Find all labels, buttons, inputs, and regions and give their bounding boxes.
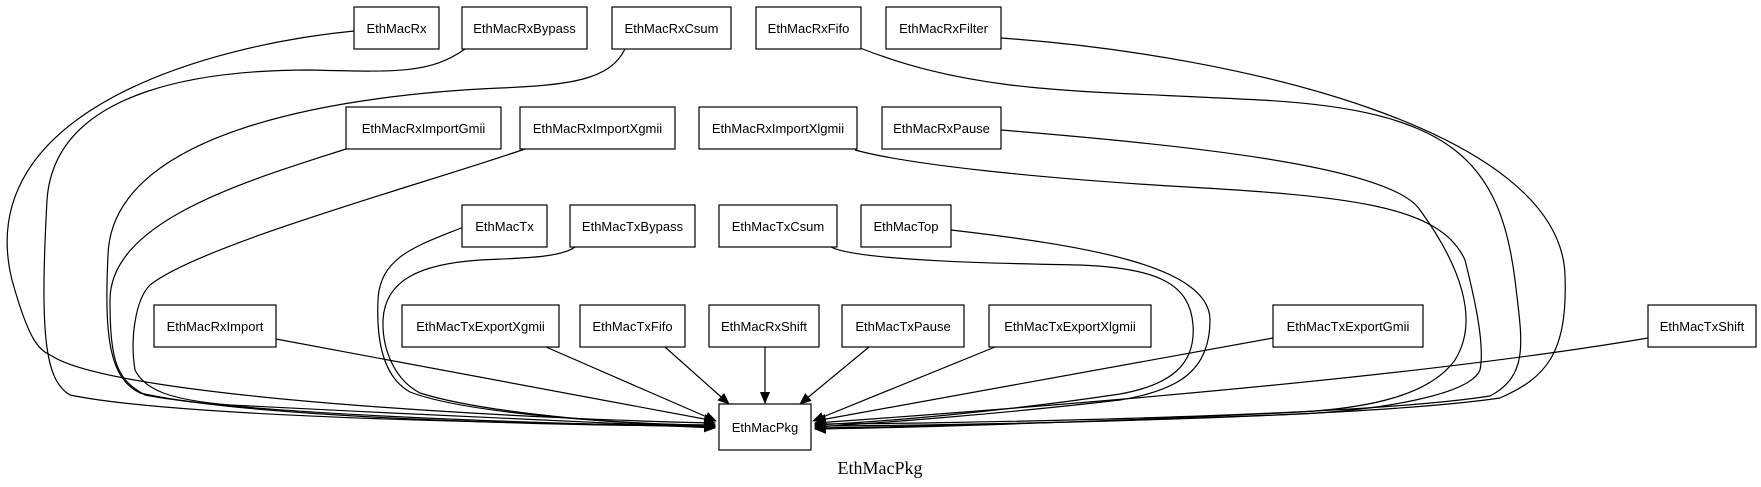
node-ethmacrximportgmii[interactable]: EthMacRxImportGmii	[345, 106, 502, 150]
node-ethmacrx[interactable]: EthMacRx	[353, 6, 440, 50]
node-label: EthMacTxBypass	[582, 219, 684, 234]
node-label: EthMacRxCsum	[625, 21, 719, 36]
node-box	[353, 6, 440, 50]
node-ethmactxshift[interactable]: EthMacTxShift	[1647, 304, 1757, 348]
node-ethmacpkg[interactable]: EthMacPkg	[718, 403, 812, 451]
graph-caption: EthMacPkg	[838, 458, 923, 478]
node-ethmactxexportgmii[interactable]: EthMacTxExportGmii	[1272, 304, 1424, 348]
node-box	[988, 304, 1152, 348]
node-box	[1647, 304, 1757, 348]
node-ethmactxexportxlgmii[interactable]: EthMacTxExportXlgmii	[988, 304, 1152, 348]
edge-ethmactxexportxgmii-to-ethmacpkg	[545, 346, 717, 422]
node-label: EthMacTx	[475, 219, 534, 234]
edge-ethmactxshift-to-ethmacpkg	[814, 337, 1649, 428]
node-box	[345, 106, 502, 150]
node-label: EthMacRxShift	[721, 319, 807, 334]
node-label: EthMacRxImportXgmii	[533, 121, 662, 136]
node-label: EthMacTxExportXlgmii	[1004, 319, 1136, 334]
node-label: EthMacTxShift	[1660, 319, 1745, 334]
node-label: EthMacRxImportGmii	[362, 121, 486, 136]
node-ethmactxpause[interactable]: EthMacTxPause	[841, 304, 965, 348]
node-label: EthMacTxExportGmii	[1287, 319, 1410, 334]
edge-ethmacrxcsum-to-ethmacpkg	[106, 48, 716, 431]
edge-ethmacrximport-to-ethmacpkg	[275, 338, 716, 424]
node-box	[718, 403, 812, 451]
node-box	[708, 304, 820, 348]
node-label: EthMacRx	[367, 21, 427, 36]
node-label: EthMacTxPause	[855, 319, 950, 334]
node-ethmacrxpause[interactable]: EthMacRxPause	[881, 106, 1002, 150]
node-label: EthMacRxFifo	[768, 21, 850, 36]
node-box	[461, 204, 548, 248]
edge-ethmactxpause-to-ethmacpkg	[799, 346, 870, 405]
edge-ethmactxbypass-to-ethmacpkg	[382, 246, 716, 432]
node-box	[569, 204, 696, 248]
node-label: EthMacRxImportXlgmii	[712, 121, 844, 136]
node-box	[881, 106, 1002, 150]
node-ethmactx[interactable]: EthMacTx	[461, 204, 548, 248]
node-box	[860, 204, 952, 248]
edge-ethmactxfifo-to-ethmacpkg	[664, 346, 730, 405]
node-label: EthMacTxCsum	[732, 219, 824, 234]
edge-ethmactxcsum-to-ethmacpkg	[814, 246, 1194, 430]
node-box	[579, 304, 686, 348]
edge-ethmacrxpause-to-ethmacpkg	[814, 129, 1467, 434]
node-label: EthMacTop	[873, 219, 938, 234]
edge-ethmacrxbypass-to-ethmacpkg	[43, 48, 716, 430]
node-ethmacrxcsum[interactable]: EthMacRxCsum	[611, 6, 732, 50]
node-label: EthMacRxImport	[167, 319, 264, 334]
node-ethmacrximportxgmii[interactable]: EthMacRxImportXgmii	[519, 106, 676, 150]
node-label: EthMacRxPause	[893, 121, 990, 136]
node-box	[755, 6, 862, 50]
node-box	[841, 304, 965, 348]
node-label: EthMacRxFilter	[899, 21, 989, 36]
node-ethmacrximport[interactable]: EthMacRxImport	[153, 304, 277, 348]
node-box	[885, 6, 1002, 50]
node-label: EthMacRxBypass	[473, 21, 576, 36]
node-ethmactxexportxgmii[interactable]: EthMacTxExportXgmii	[401, 304, 560, 348]
node-box	[611, 6, 732, 50]
node-box	[401, 304, 560, 348]
node-box	[519, 106, 676, 150]
node-ethmacrxfilter[interactable]: EthMacRxFilter	[885, 6, 1002, 50]
node-ethmactxcsum[interactable]: EthMacTxCsum	[718, 204, 838, 248]
node-ethmacrximportxlgmii[interactable]: EthMacRxImportXlgmii	[698, 106, 858, 150]
node-box	[1272, 304, 1424, 348]
node-ethmacrxshift[interactable]: EthMacRxShift	[708, 304, 820, 348]
edge-ethmactxexportgmii-to-ethmacpkg	[814, 337, 1274, 424]
edge-ethmacrxfifo-to-ethmacpkg	[814, 47, 1522, 429]
node-ethmactxbypass[interactable]: EthMacTxBypass	[569, 204, 696, 248]
node-ethmacrxfifo[interactable]: EthMacRxFifo	[755, 6, 862, 50]
node-label: EthMacTxExportXgmii	[416, 319, 545, 334]
node-label: EthMacPkg	[732, 420, 798, 435]
node-ethmacrxbypass[interactable]: EthMacRxBypass	[461, 6, 588, 50]
node-ethmactop[interactable]: EthMacTop	[860, 204, 952, 248]
node-box	[153, 304, 277, 348]
node-box	[698, 106, 858, 150]
node-box	[461, 6, 588, 50]
edge-ethmactop-to-ethmacpkg	[814, 229, 1211, 432]
edge-ethmacrximportgmii-to-ethmacpkg	[109, 148, 716, 432]
node-ethmactxfifo[interactable]: EthMacTxFifo	[579, 304, 686, 348]
node-label: EthMacTxFifo	[592, 319, 672, 334]
edge-ethmacrx-to-ethmacpkg	[6, 30, 716, 428]
node-box	[718, 204, 838, 248]
edge-ethmacrximportxgmii-to-ethmacpkg	[132, 148, 716, 433]
edge-ethmactxexportxlgmii-to-ethmacpkg	[812, 346, 996, 422]
